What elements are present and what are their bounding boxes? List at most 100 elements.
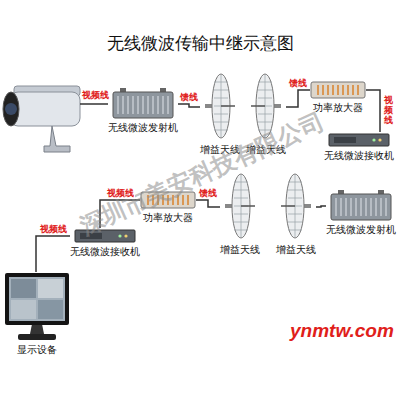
feed-cable (316, 206, 326, 207)
cooling-fin (137, 96, 139, 114)
monitor-stand (18, 334, 56, 340)
device-node: 无线微波发射机 (326, 190, 396, 236)
cooling-fin (122, 96, 124, 114)
device-label: 无线微波发射机 (108, 122, 178, 134)
device-label: 无线微波接收机 (70, 246, 140, 258)
feed-cable (36, 236, 70, 272)
cooling-fin (385, 198, 387, 216)
status-led (118, 234, 121, 237)
cooling-fin (350, 198, 352, 216)
status-led (372, 138, 375, 141)
cooling-fin (117, 96, 119, 114)
cable-label: 馈线 (198, 189, 218, 199)
feed-horn (221, 105, 235, 107)
device-icon (112, 88, 174, 120)
cooling-fin (132, 96, 134, 114)
device-label: 功率放大器 (313, 102, 363, 114)
device-node: 无线微波发射机 (108, 88, 178, 134)
cooling-fin (345, 198, 347, 216)
cooling-fin (147, 96, 149, 114)
camera-glass (5, 103, 17, 115)
amplifier-case (311, 82, 365, 98)
dish-group (225, 174, 255, 238)
device-label: 功率放大器 (143, 212, 193, 224)
cooling-fin (347, 85, 349, 95)
cooling-fin (357, 85, 359, 95)
camera-body (10, 92, 80, 126)
status-led (124, 234, 127, 237)
camera-lens (3, 92, 19, 126)
cooling-fin (365, 198, 367, 216)
device-icon (4, 272, 70, 342)
device-node: 功率放大器 (310, 80, 366, 114)
cooling-fin (167, 96, 169, 114)
cooling-fin (335, 198, 337, 216)
cable-label: 视频线 (106, 189, 135, 199)
device-node: 无线微波接收机 (324, 132, 394, 162)
cooling-fin (327, 85, 329, 95)
video-tile (38, 279, 63, 298)
cooling-fin (337, 85, 339, 95)
video-tile (38, 300, 63, 319)
monitor-screen (9, 277, 65, 321)
monitor-neck (30, 324, 44, 334)
device-node: 增益天线 (220, 172, 260, 256)
cable-label: 视频线 (39, 225, 68, 235)
device-node: 显示设备 (4, 272, 70, 356)
monitor-bezel (5, 273, 69, 325)
site-watermark: ynmtw.com (290, 320, 394, 343)
device-label: 无线微波接收机 (324, 150, 394, 162)
dish-group (281, 174, 311, 238)
cooling-fin (380, 198, 382, 216)
transmitter-case (331, 194, 391, 220)
cooling-fin (317, 85, 319, 95)
diagram-title: 无线微波传输中继示意图 (0, 32, 400, 55)
feed-cable (366, 90, 380, 132)
cooling-fin (157, 96, 159, 114)
feed-horn (251, 105, 265, 107)
device-label: 增益天线 (220, 244, 260, 256)
cooling-fin (332, 85, 334, 95)
cooling-fin (352, 85, 354, 95)
video-cable (80, 103, 108, 105)
cooling-fin (340, 198, 342, 216)
transmitter-case (113, 92, 173, 118)
cooling-fin (355, 198, 357, 216)
device-icon (203, 72, 237, 142)
device-label: 显示设备 (17, 344, 57, 356)
dish-group (205, 74, 235, 138)
feed-cable (178, 104, 200, 107)
cooling-fin (152, 96, 154, 114)
device-icon (310, 80, 366, 100)
receiver-case (329, 134, 389, 146)
cooling-fin (127, 96, 129, 114)
cooling-fin (370, 198, 372, 216)
video-tile (11, 279, 36, 298)
receiver-panel (334, 137, 356, 143)
feed-horn (241, 205, 255, 207)
device-icon (328, 132, 390, 148)
cable-label: 视频线 (81, 91, 110, 101)
cooling-fin (142, 96, 144, 114)
video-tile (11, 300, 36, 319)
status-led (378, 138, 381, 141)
device-label: 增益天线 (276, 244, 316, 256)
cooling-fin (375, 198, 377, 216)
cooling-fin (360, 198, 362, 216)
cable-label: 馈线 (179, 93, 199, 103)
device-node: 增益天线 (276, 172, 316, 256)
cooling-fin (342, 85, 344, 95)
cable-label: 视频线 (384, 95, 393, 127)
device-icon (330, 190, 392, 222)
device-icon (279, 172, 313, 242)
feed-cable (286, 90, 310, 107)
camera-bracket (44, 126, 70, 152)
cooling-fin (322, 85, 324, 95)
device-icon (223, 172, 257, 242)
cable-label: 馈线 (288, 79, 308, 89)
device-label: 无线微波发射机 (326, 224, 396, 236)
feed-cable (196, 200, 220, 207)
feed-horn (281, 205, 295, 207)
cooling-fin (162, 96, 164, 114)
